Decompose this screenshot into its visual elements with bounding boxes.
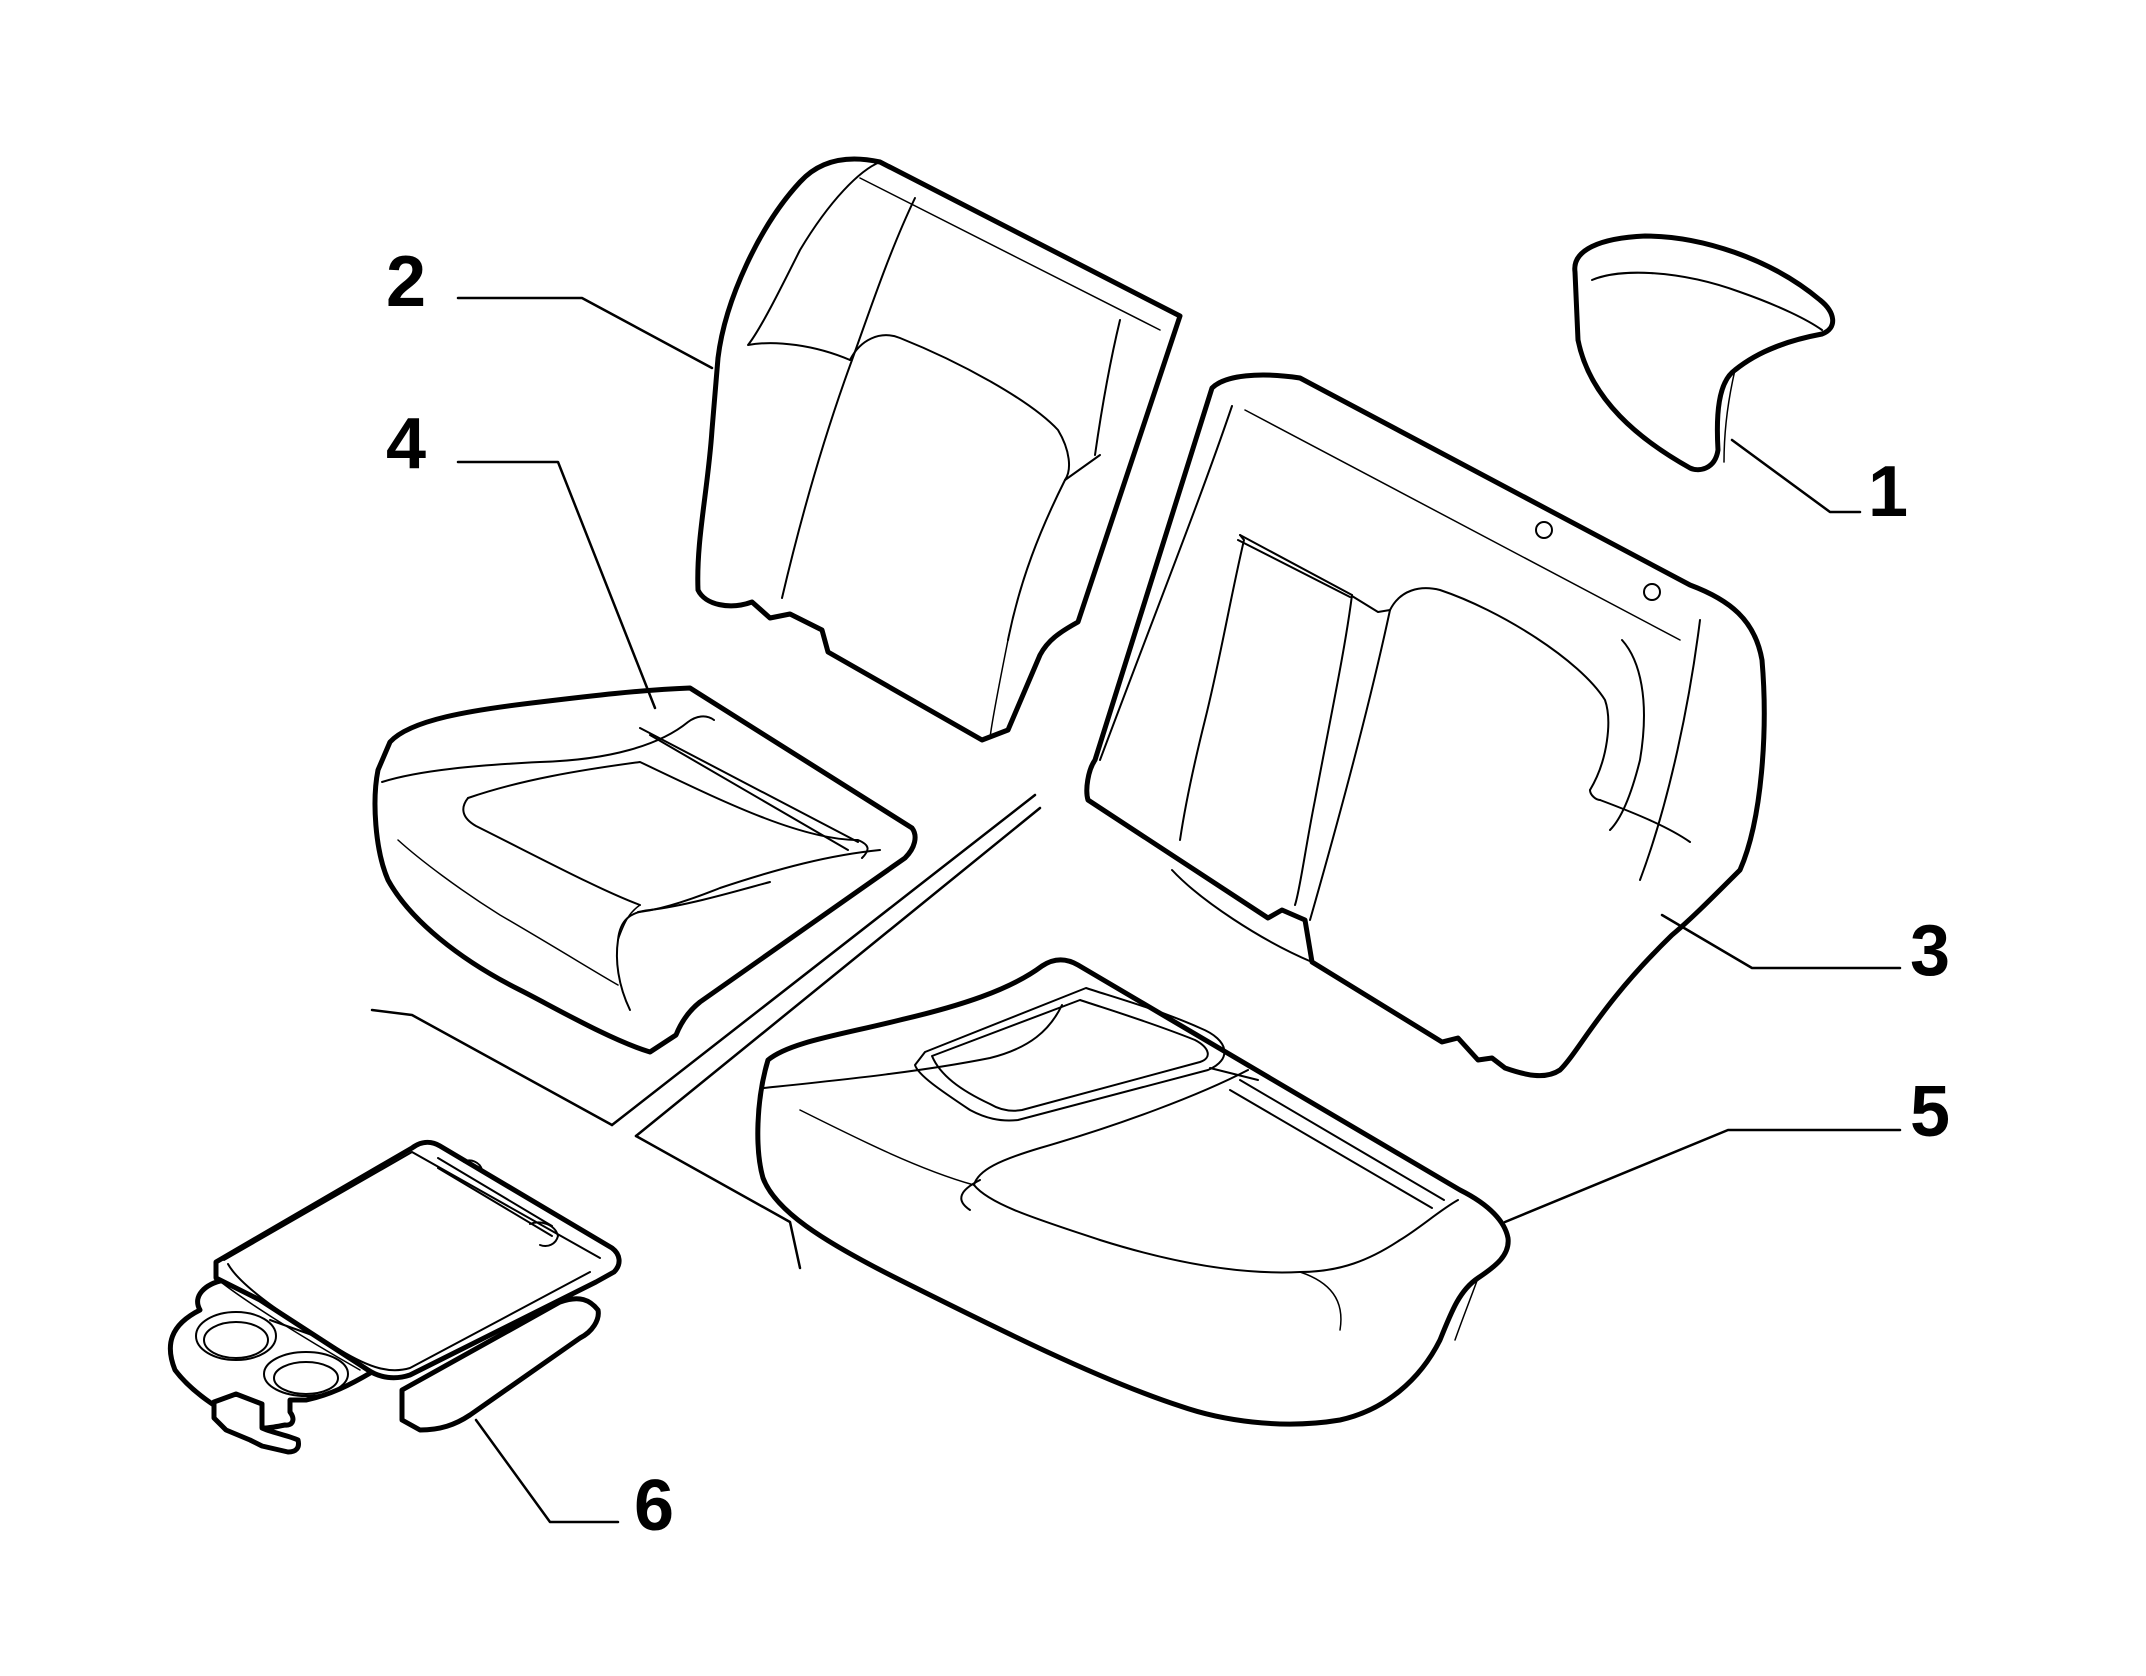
large-seat-cushion <box>755 957 1511 1427</box>
headrest <box>1572 233 1836 473</box>
small-backrest <box>695 156 1183 743</box>
divider-line-diagonal-b <box>634 806 1042 1138</box>
large-backrest <box>1084 372 1767 1079</box>
callout-4: 4 <box>386 404 426 484</box>
leader-5 <box>1503 1128 1902 1224</box>
leader-2 <box>456 296 714 370</box>
leader-1 <box>1730 438 1862 514</box>
callout-1: 1 <box>1868 452 1908 532</box>
armrest-cupholder <box>167 1139 622 1455</box>
callout-5: 5 <box>1910 1072 1950 1152</box>
callout-6: 6 <box>634 1466 674 1546</box>
small-seat-cushion <box>372 685 918 1055</box>
divider-line-left-lower <box>634 1134 802 1270</box>
leader-4 <box>456 460 657 710</box>
callout-3: 3 <box>1910 911 1950 991</box>
leader-3 <box>1660 913 1902 970</box>
leader-6 <box>474 1418 620 1524</box>
callout-2: 2 <box>386 242 426 322</box>
divider-line-left-upper <box>370 1008 614 1127</box>
section-divider <box>370 793 1042 1270</box>
divider-line-diagonal-a <box>610 793 1037 1127</box>
